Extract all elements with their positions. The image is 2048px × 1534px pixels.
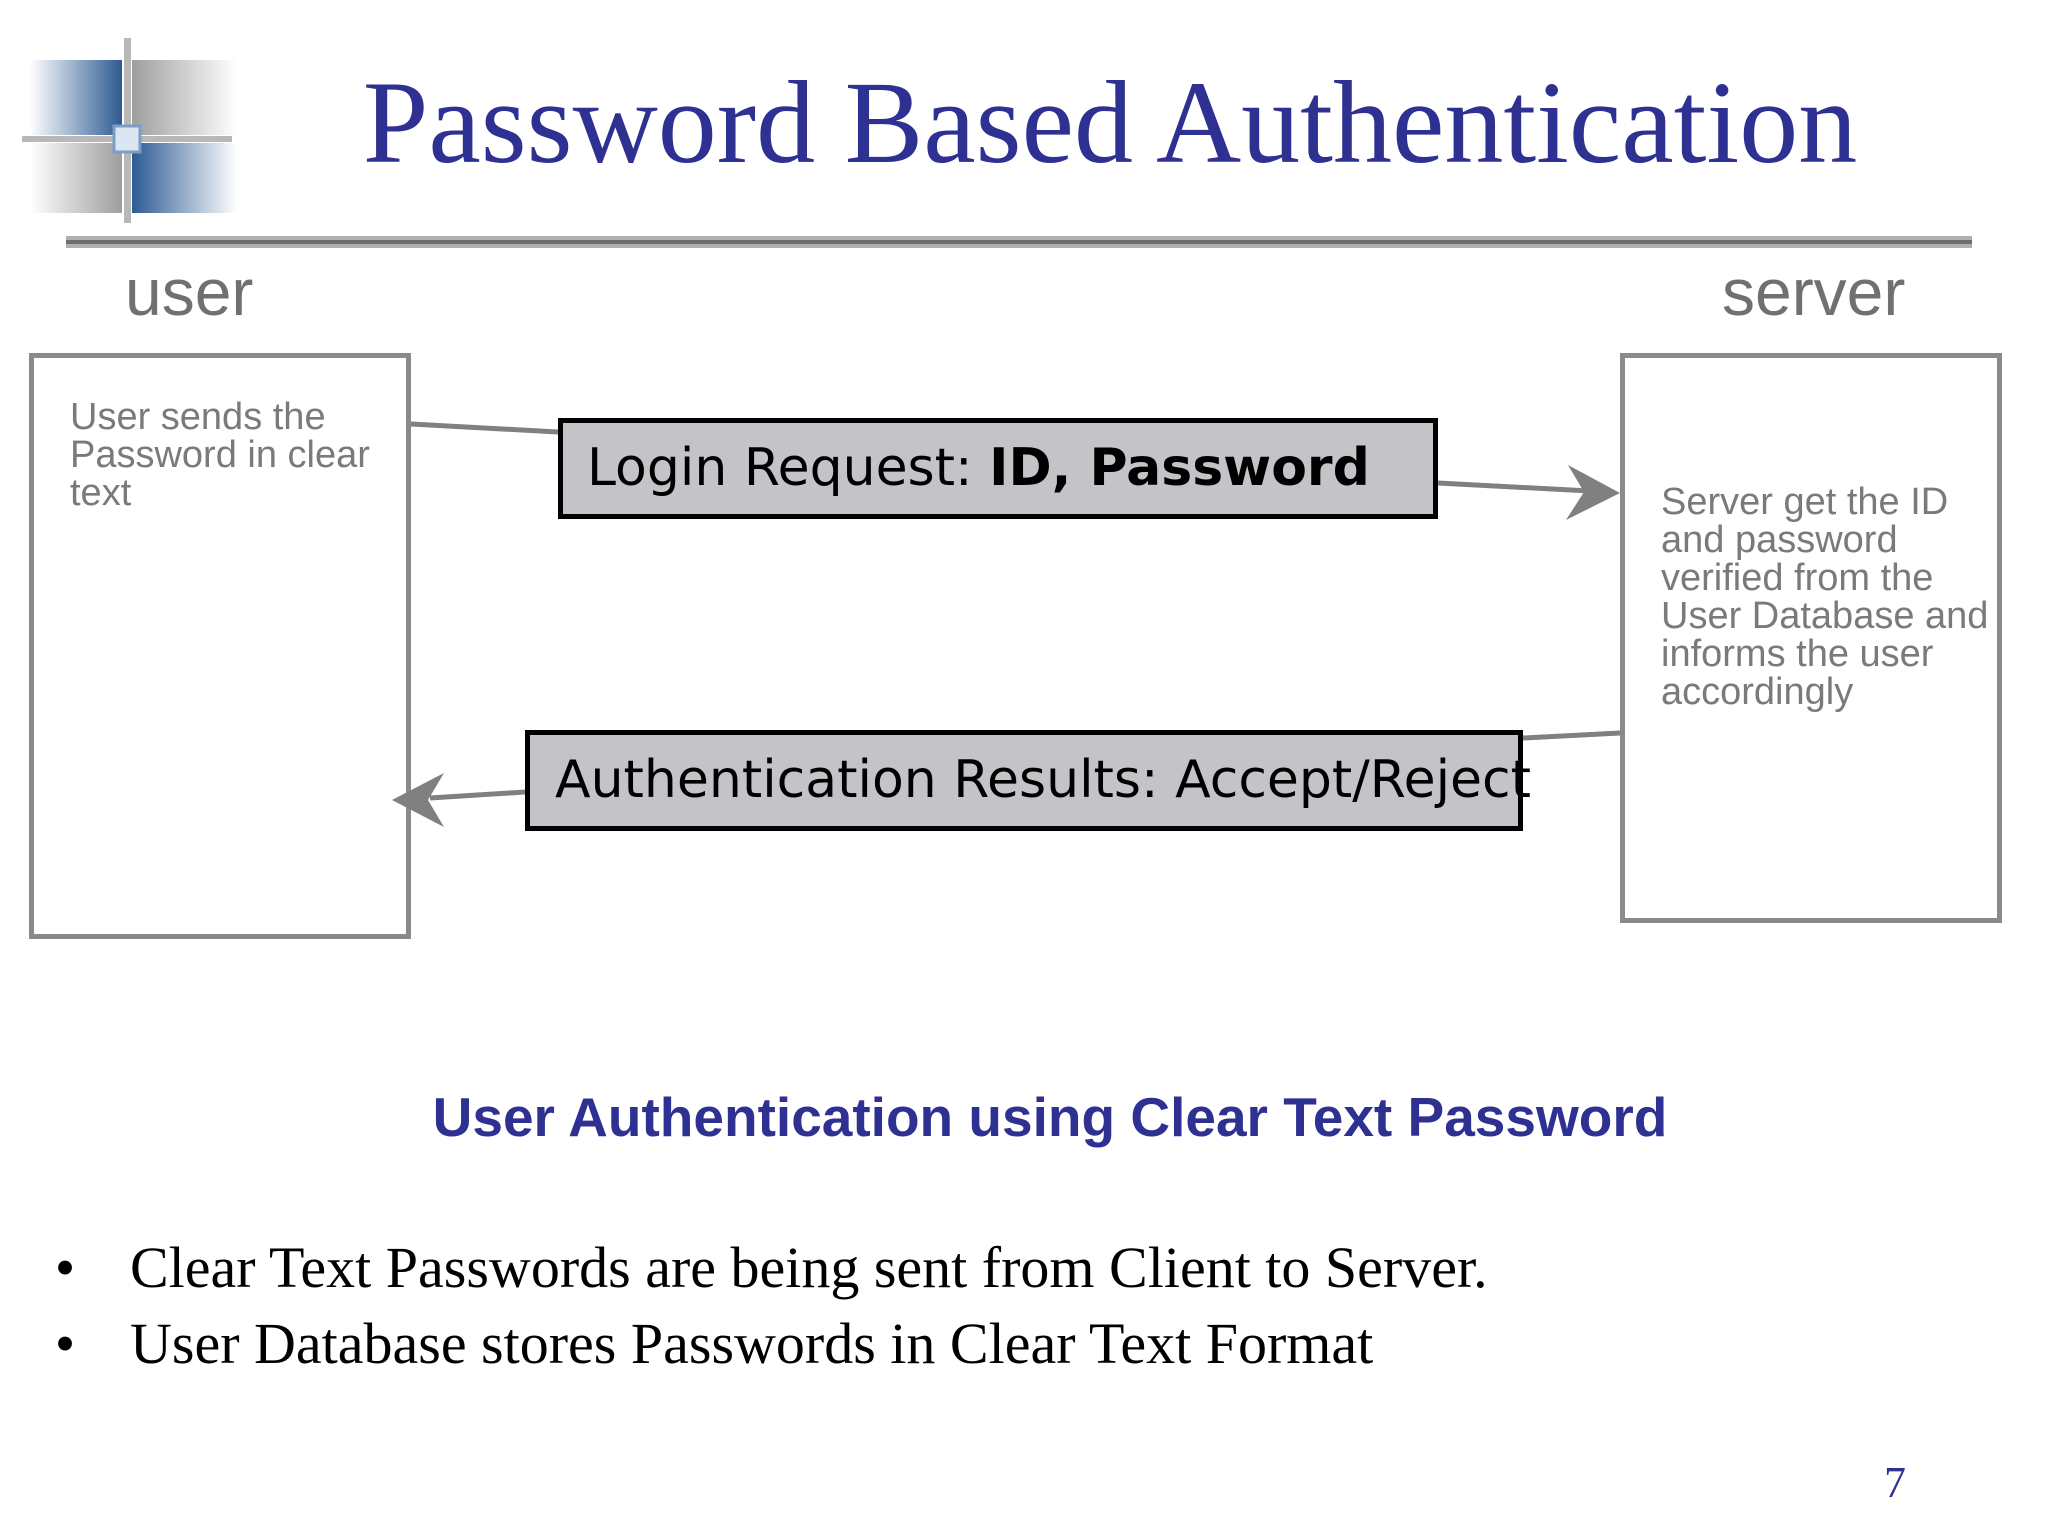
page-number: 7 — [1884, 1458, 1906, 1507]
slide-title: Password Based Authentication — [362, 57, 1858, 188]
login-request-fields: ID, Password — [989, 438, 1370, 498]
bullet-dot-icon: • — [54, 1311, 76, 1376]
corner-logo — [22, 38, 237, 223]
bullet-list: • Clear Text Passwords are being sent fr… — [50, 1230, 1950, 1382]
login-request-label: Login Request: — [587, 438, 990, 498]
user-box — [29, 353, 411, 939]
authentication-results-message: Authentication Results: Accept/Reject — [525, 730, 1531, 831]
user-box-text: User sends the Password in clear text — [70, 396, 370, 514]
bullet-dot-icon: • — [54, 1235, 76, 1300]
user-label: user — [125, 255, 254, 329]
login-connector-from-user — [410, 421, 559, 435]
title-divider — [66, 236, 1972, 248]
bullet-text: User Database stores Passwords in Clear … — [130, 1311, 1374, 1376]
bullet-text: Clear Text Passwords are being sent from… — [130, 1235, 1488, 1300]
server-box — [1620, 353, 2002, 923]
auth-connector-from-server — [1522, 730, 1621, 741]
arrow-to-server-icon — [1566, 465, 1620, 520]
bullet-item: • User Database stores Passwords in Clea… — [50, 1306, 1950, 1382]
server-box-text: Server get the ID and password verified … — [1661, 481, 1989, 713]
login-connector-to-server — [1437, 480, 1591, 494]
login-request-message: Login Request: ID, Password — [558, 418, 1438, 519]
auth-connector-to-user — [429, 789, 526, 801]
server-label: server — [1722, 255, 1906, 329]
bullet-item: • Clear Text Passwords are being sent fr… — [50, 1230, 1950, 1306]
diagram-caption: User Authentication using Clear Text Pas… — [432, 1086, 1668, 1148]
